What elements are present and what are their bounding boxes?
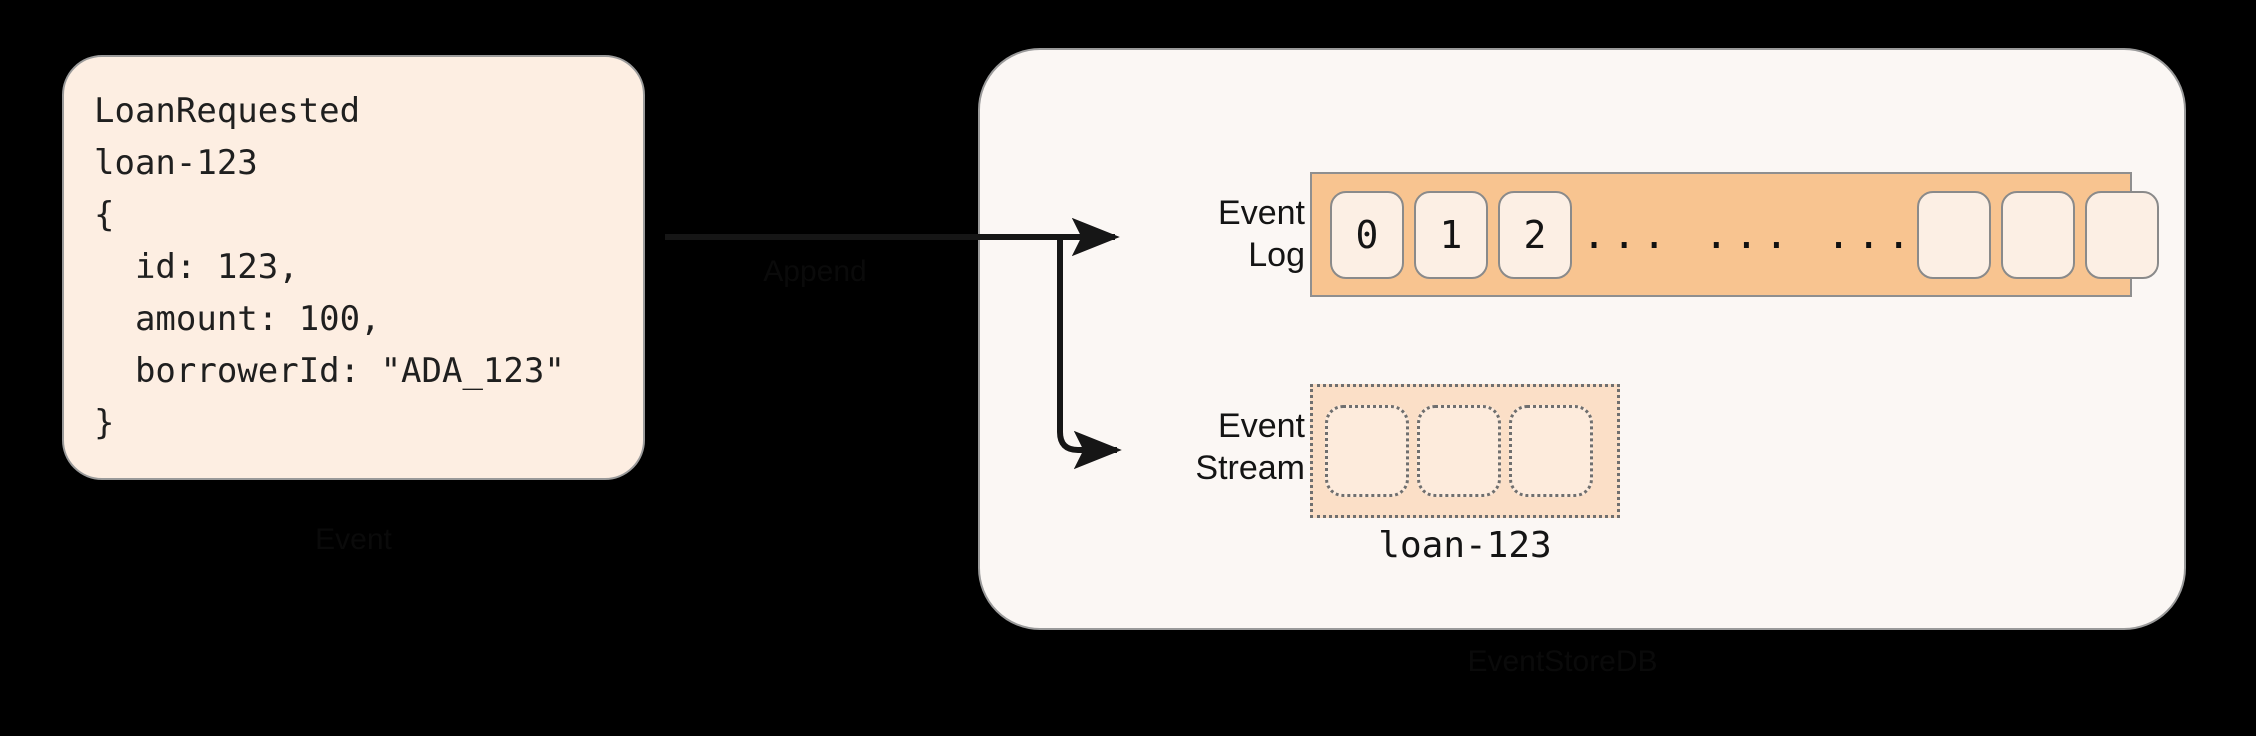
event-log-cell: 2 [1498, 190, 1572, 279]
event-stream-cell [1325, 405, 1409, 497]
event-stream-name: loan-123 [1378, 525, 1552, 566]
event-log-bar: 0 1 2 ... ... ... [1310, 172, 2159, 297]
event-stream-label: Event Stream [1195, 407, 1305, 487]
event-log-empty-cell [1916, 190, 1991, 279]
append-label: Append [763, 255, 867, 288]
event-stream-box [1310, 384, 1620, 518]
event-log-cell: 0 [1330, 190, 1404, 279]
event-stream-cell [1509, 405, 1593, 497]
event-log-cell: 1 [1414, 190, 1488, 279]
event-log-empty-cell [2084, 190, 2159, 279]
event-store-db-caption: EventStoreDB [1467, 645, 1658, 678]
event-log-empty-cell [2000, 190, 2075, 279]
ellipsis-group: ... [1704, 211, 1795, 258]
event-log-ellipsis: ... ... ... [1582, 211, 1917, 258]
event-card-caption: Event [315, 523, 392, 556]
ellipsis-group: ... [1826, 211, 1917, 258]
event-log-label: Event Log [1218, 194, 1305, 274]
event-store-db-container [978, 48, 2186, 630]
event-card: LoanRequested loan-123 { id: 123, amount… [62, 55, 645, 480]
event-card-code: LoanRequested loan-123 { id: 123, amount… [94, 91, 565, 443]
ellipsis-group: ... [1582, 211, 1673, 258]
event-stream-cell [1417, 405, 1501, 497]
